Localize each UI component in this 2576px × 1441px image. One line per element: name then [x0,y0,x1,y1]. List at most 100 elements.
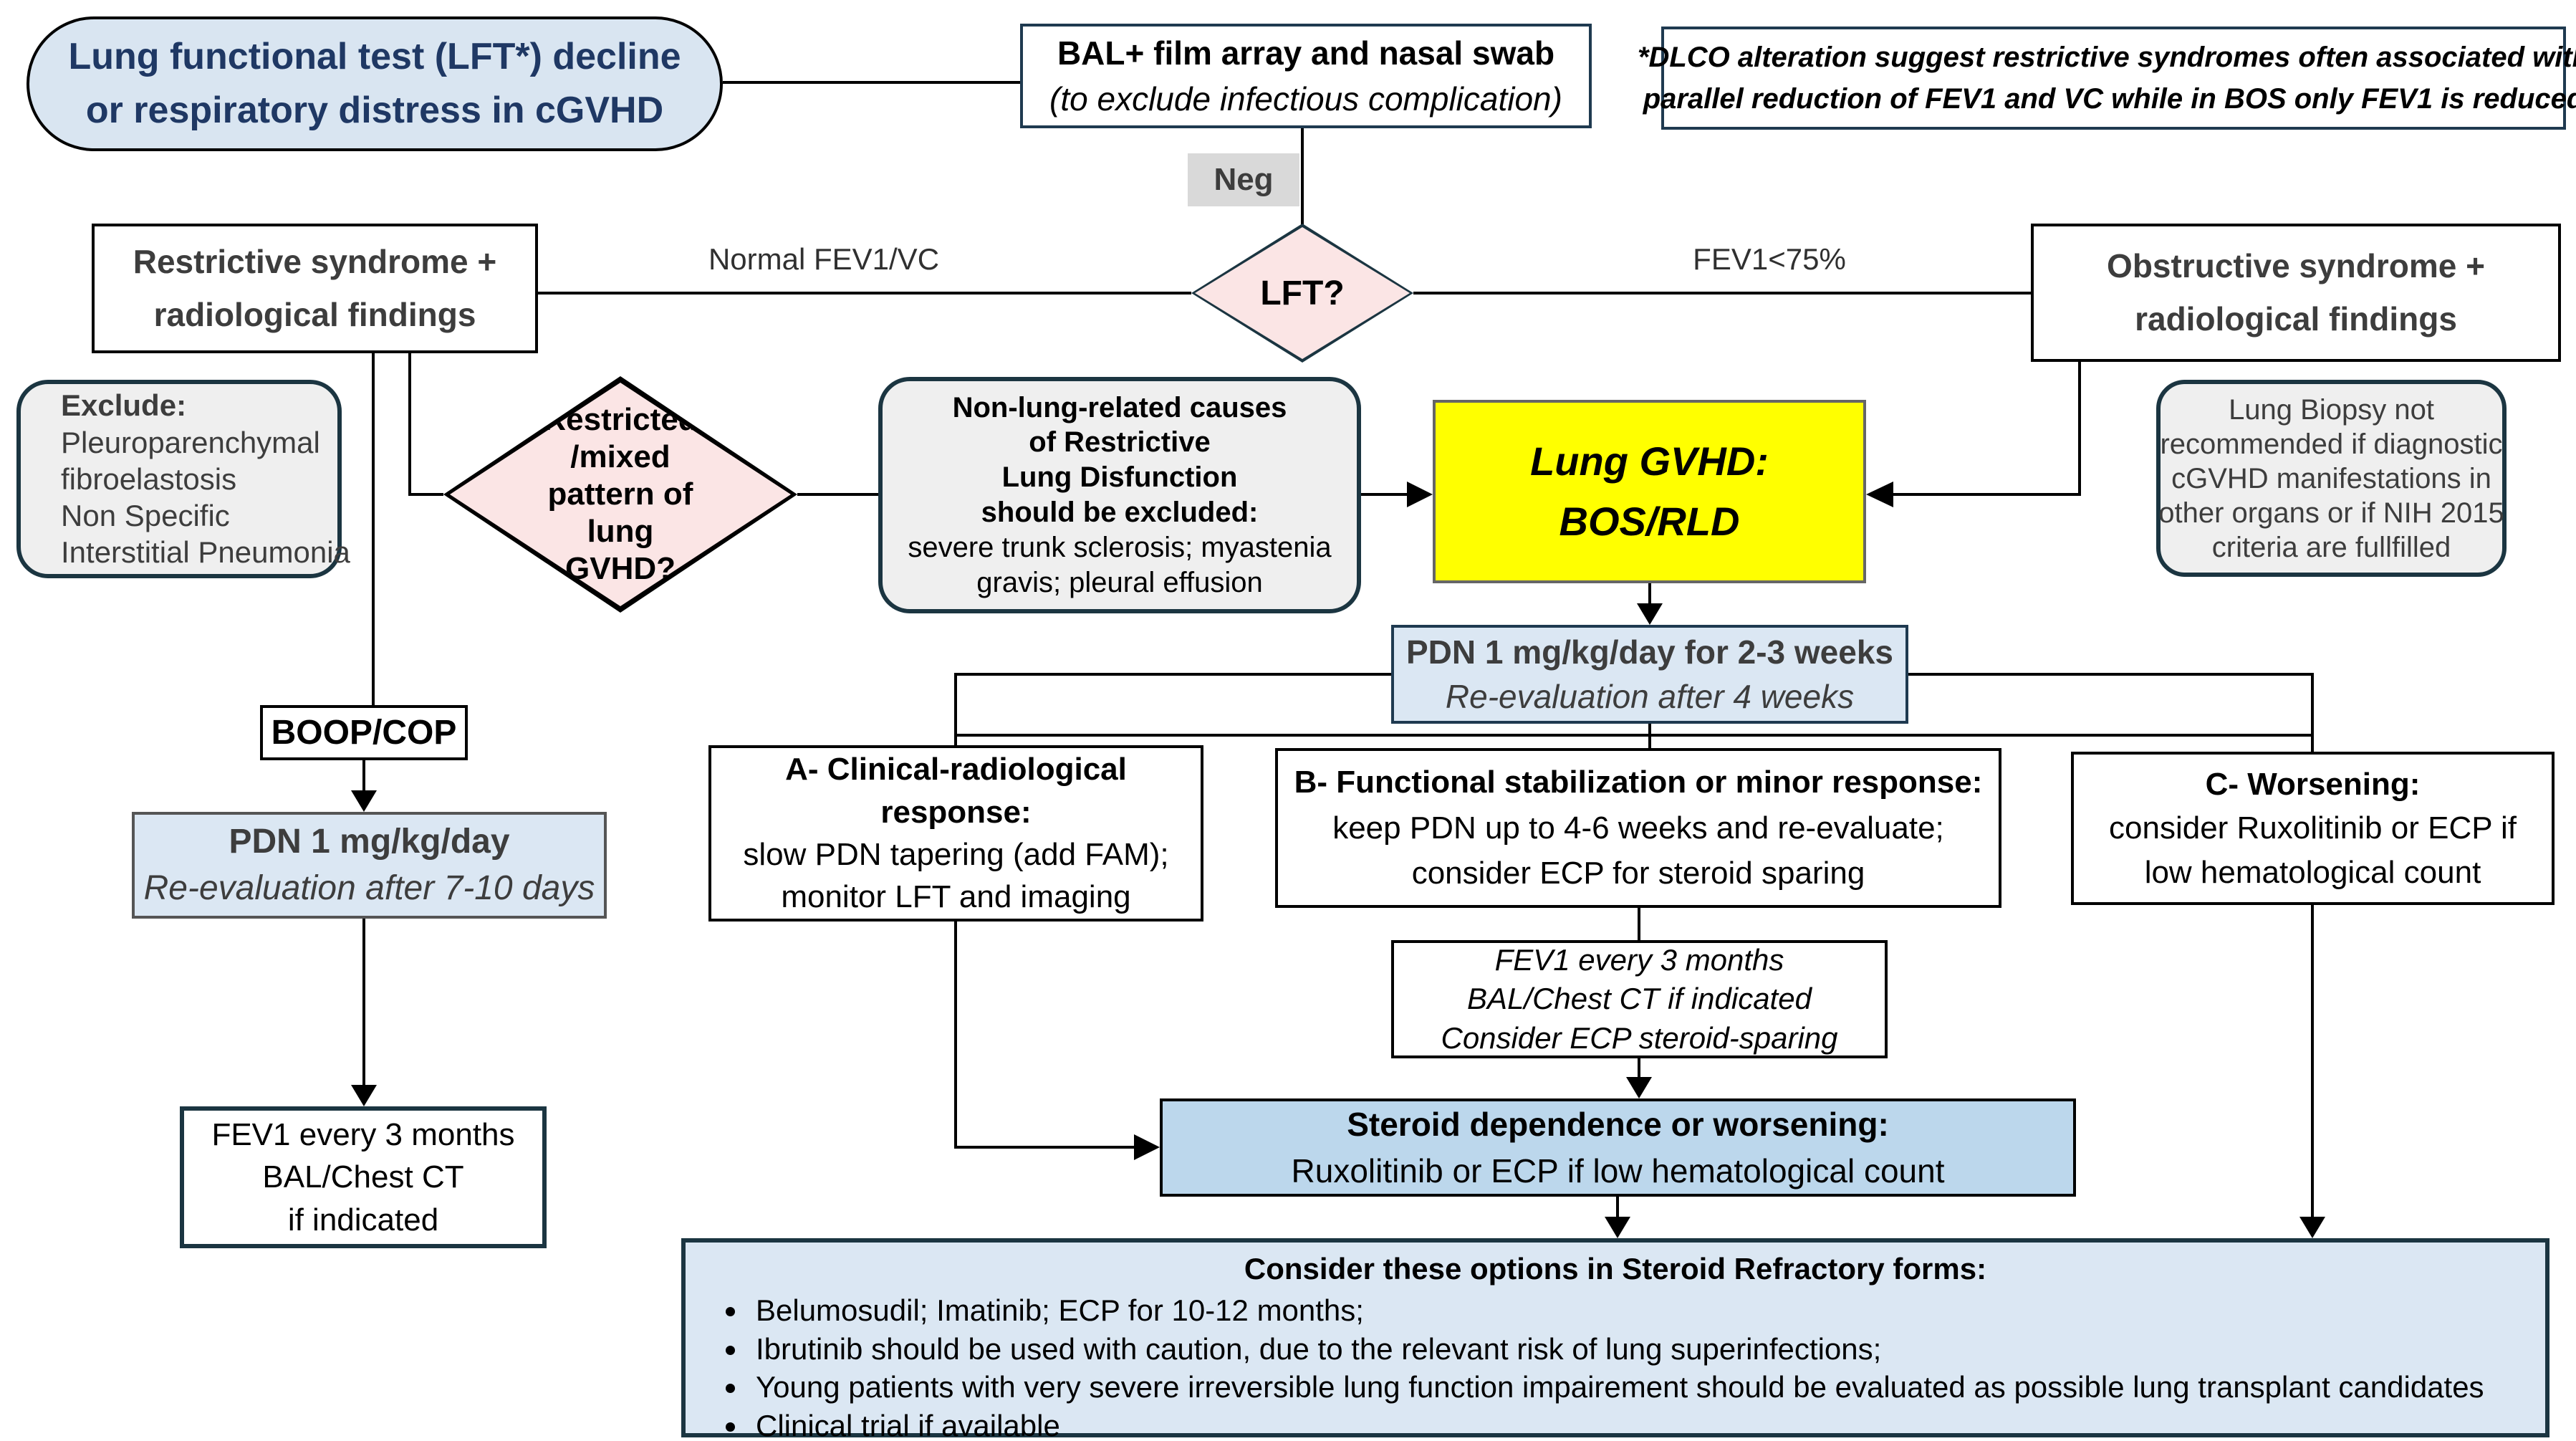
option-a-line1: slow PDN tapering (add FAM); [743,837,1169,872]
exclude-note: Exclude: Pleuroparenchymal fibroelastosi… [16,380,350,578]
connector-steroid-bottom [1616,1197,1619,1218]
connector-lft-obstructive [1413,292,2031,295]
nonlung-line: Non-lung-related causes [952,391,1287,423]
steroid-dependence-node: Steroid dependence or worsening: Ruxolit… [1160,1098,2076,1197]
connector-pdn710-fev1left [362,919,365,1086]
dlco-footnote: *DLCO alteration suggest restrictive syn… [1638,27,2576,130]
fev1-followup-line: BAL/Chest CT [262,1159,464,1195]
boop-cop-node: BOOP/COP [260,705,468,760]
option-c-node: C- Worsening: consider Ruxolitinib or EC… [2071,752,2555,905]
pdn-7-10-days-node: PDN 1 mg/kg/day Re-evaluation after 7-10… [132,812,607,919]
pdn710-line2: Re-evaluation after 7-10 days [143,868,595,907]
connector-a-down [954,921,957,1149]
steroid-refractory-bullet: Belumosudil; Imatinib; ECP for 10-12 mon… [749,1291,2524,1330]
option-c-line2: low hematological count [2144,854,2481,890]
obstructive-line1: Obstructive syndrome + [2107,246,2485,284]
start-node-lft-decline: Lung functional test (LFT*) decline or r… [27,16,723,151]
nonlung-line: should be excluded: [981,497,1259,528]
fev1-monitoring-node: FEV1 every 3 months BAL/Chest CT if indi… [1391,940,1888,1058]
pdn710-line1: PDN 1 mg/kg/day [229,822,510,861]
arrowhead-into-bottom-center [1605,1217,1630,1238]
lung-gvhd-line1: Lung GVHD: [1530,439,1769,484]
option-b-line1: keep PDN up to 4-6 weeks and re-evaluate… [1332,810,1944,846]
exclude-item: Non Specific [61,499,230,533]
option-b-title: B- Functional stabilization or minor res… [1294,764,1983,800]
nonlung-line: of Restrictive [1029,426,1211,459]
fev1-monitoring-line: BAL/Chest CT if indicated [1467,982,1812,1016]
restricted-line: pattern of [547,477,693,512]
restricted-line: lung [587,513,654,549]
connector-fev1-steroid [1638,1058,1640,1078]
biopsy-line: other organs or if NIH 2015 [2158,497,2504,529]
arrowhead-into-bottom-right [2299,1217,2325,1238]
steroid-refractory-bullet: Clinical trial if available [749,1407,2524,1441]
restrictive-syndrome-node: Restrictive syndrome + radiological find… [92,224,538,353]
pdn23-line2: Re-evaluation after 4 weeks [1445,678,1855,715]
arrowhead-into-pdn [1637,603,1663,625]
lung-biopsy-note: Lung Biopsy not recommended if diagnosti… [2156,380,2507,577]
bal-line2: (to exclude infectious complication) [1049,80,1562,118]
exclude-title: Exclude: [61,388,187,423]
restricted-line: /mixed [570,439,671,475]
dlco-line2: parallel reduction of FEV1 and VC while … [1643,83,2576,115]
pdn23-line1: PDN 1 mg/kg/day for 2-3 weeks [1405,633,1894,671]
neg-edge-label: Neg [1188,153,1299,206]
bal-line1: BAL+ film array and nasal swab [1057,34,1555,72]
obstructive-line2: radiological findings [2135,300,2457,337]
connector-pdn-left [954,673,1391,676]
connector-lft-restrictive [538,292,1191,295]
edge-label-fev1-below-75: FEV1<75% [1693,242,1846,276]
connector-bal-lft [1301,128,1304,225]
steroid-line1: Ruxolitinib or ECP if low hematological … [1291,1152,1945,1189]
option-b-line2: consider ECP for steroid sparing [1411,856,1865,891]
option-a-title2: response: [880,794,1032,830]
option-a-line2: monitor LFT and imaging [781,879,1131,915]
exclude-item: Pleuroparenchymal [61,425,320,459]
connector-a-steroid [954,1146,1134,1149]
arrowhead-into-pdn710 [351,790,377,812]
exclude-item: Interstitial Pneumonia [61,535,350,570]
connector-pdn-right [1908,673,2314,676]
arrowhead-into-steroid-left [1134,1134,1160,1160]
nonlung-line: Lung Disfunction [1001,461,1238,494]
lung-gvhd-node: Lung GVHD: BOS/RLD [1433,400,1866,583]
nonlung-line: severe trunk sclerosis; myastenia [908,531,1332,563]
fev1-followup-line: FEV1 every 3 months [211,1116,515,1152]
arrowhead-into-fev1left [351,1085,377,1106]
connector-title-bal [723,81,1020,84]
arrowhead-into-gvhd-right [1866,482,1893,507]
lft-decision-label: LFT? [1195,227,1410,359]
restrictive-line2: radiological findings [153,295,476,333]
connector-boop-pdn710 [362,760,365,792]
steroid-refractory-bullet: Ibrutinib should be used with caution, d… [749,1330,2524,1369]
connector-restrictive-diamond [408,493,443,496]
fev1-followup-line: if indicated [287,1202,439,1237]
connector-drop-b [1648,724,1651,748]
connector-restrictive-down [408,353,411,496]
fev1-monitoring-line: FEV1 every 3 months [1494,942,1784,977]
steroid-refractory-bullet: Young patients with very severe irrevers… [749,1368,2524,1407]
nonlung-causes-note: Non-lung-related causes of Restrictive L… [878,377,1361,613]
arrowhead-into-gvhd-left [1407,482,1433,507]
steroid-title: Steroid dependence or worsening: [1347,1106,1889,1144]
restricted-line: GVHD? [565,550,676,586]
biopsy-line: criteria are fullfilled [2211,531,2451,563]
connector-c-bottom [2311,905,2314,1218]
connector-restrictive-boop [372,353,375,705]
dlco-line1: *DLCO alteration suggest restrictive syn… [1637,42,2576,73]
arrowhead-into-steroid-top [1626,1077,1652,1098]
obstructive-syndrome-node: Obstructive syndrome + radiological find… [2031,224,2561,362]
fev1-monitoring-line: Consider ECP steroid-sparing [1441,1020,1838,1055]
steroid-refractory-options-node: Consider these options in Steroid Refrac… [681,1238,2549,1441]
restrictive-line1: Restrictive syndrome + [133,242,497,280]
restricted-pattern-label: Restricted /mixed pattern of lung GVHD? [450,383,791,606]
nonlung-line: gravis; pleural effusion [976,566,1263,598]
option-c-line1: consider Ruxolitinib or ECP if [2109,810,2517,846]
option-c-title: C- Worsening: [2205,766,2421,802]
connector-obstructive-gvhd [1892,493,2080,496]
lung-gvhd-line2: BOS/RLD [1559,499,1740,544]
connector-obstructive-down [2078,362,2081,496]
option-a-title1: A- Clinical-radiological [785,752,1127,787]
connector-nonlung-gvhd [1361,493,1408,496]
